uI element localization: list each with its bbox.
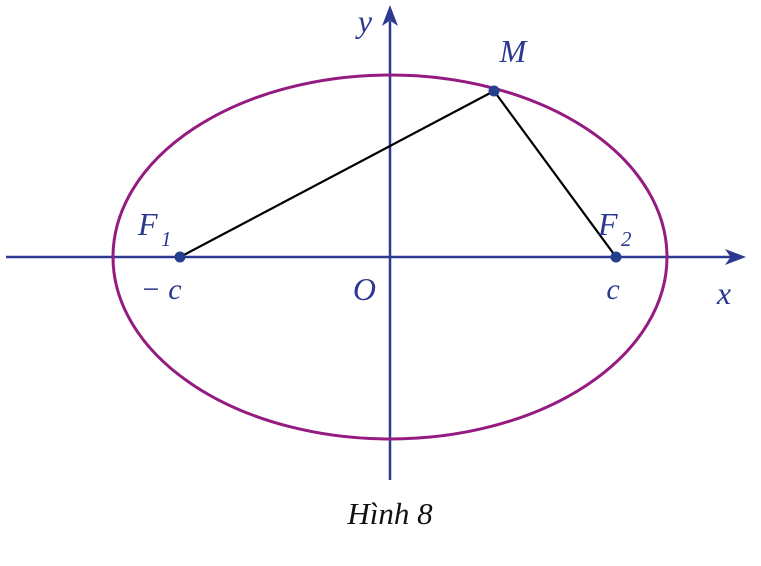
- focus1-label-subscript: 1: [161, 227, 172, 251]
- focus1-label: F: [137, 206, 158, 242]
- y-axis-label: y: [355, 3, 373, 39]
- segment-m-f2: [493, 90, 617, 258]
- ellipse-curve: [111, 73, 669, 441]
- segment-f1-m: [179, 90, 495, 258]
- y-axis-arrow-icon: [382, 5, 398, 26]
- origin-label: O: [353, 271, 376, 307]
- x-axis-arrow-icon: [725, 249, 746, 265]
- focus2-dot: [610, 251, 622, 263]
- focus2-coordinate-label: c: [606, 273, 619, 306]
- focus1-coordinate-label: − c: [140, 273, 181, 306]
- figure-caption: Hình 8: [346, 496, 433, 531]
- focus1-dot: [174, 251, 186, 263]
- x-axis-label: x: [716, 275, 731, 311]
- focus2-label: F: [597, 206, 618, 242]
- point-m-label: M: [499, 33, 529, 69]
- focus2-label-subscript: 2: [621, 227, 632, 251]
- point-m-dot: [488, 85, 500, 97]
